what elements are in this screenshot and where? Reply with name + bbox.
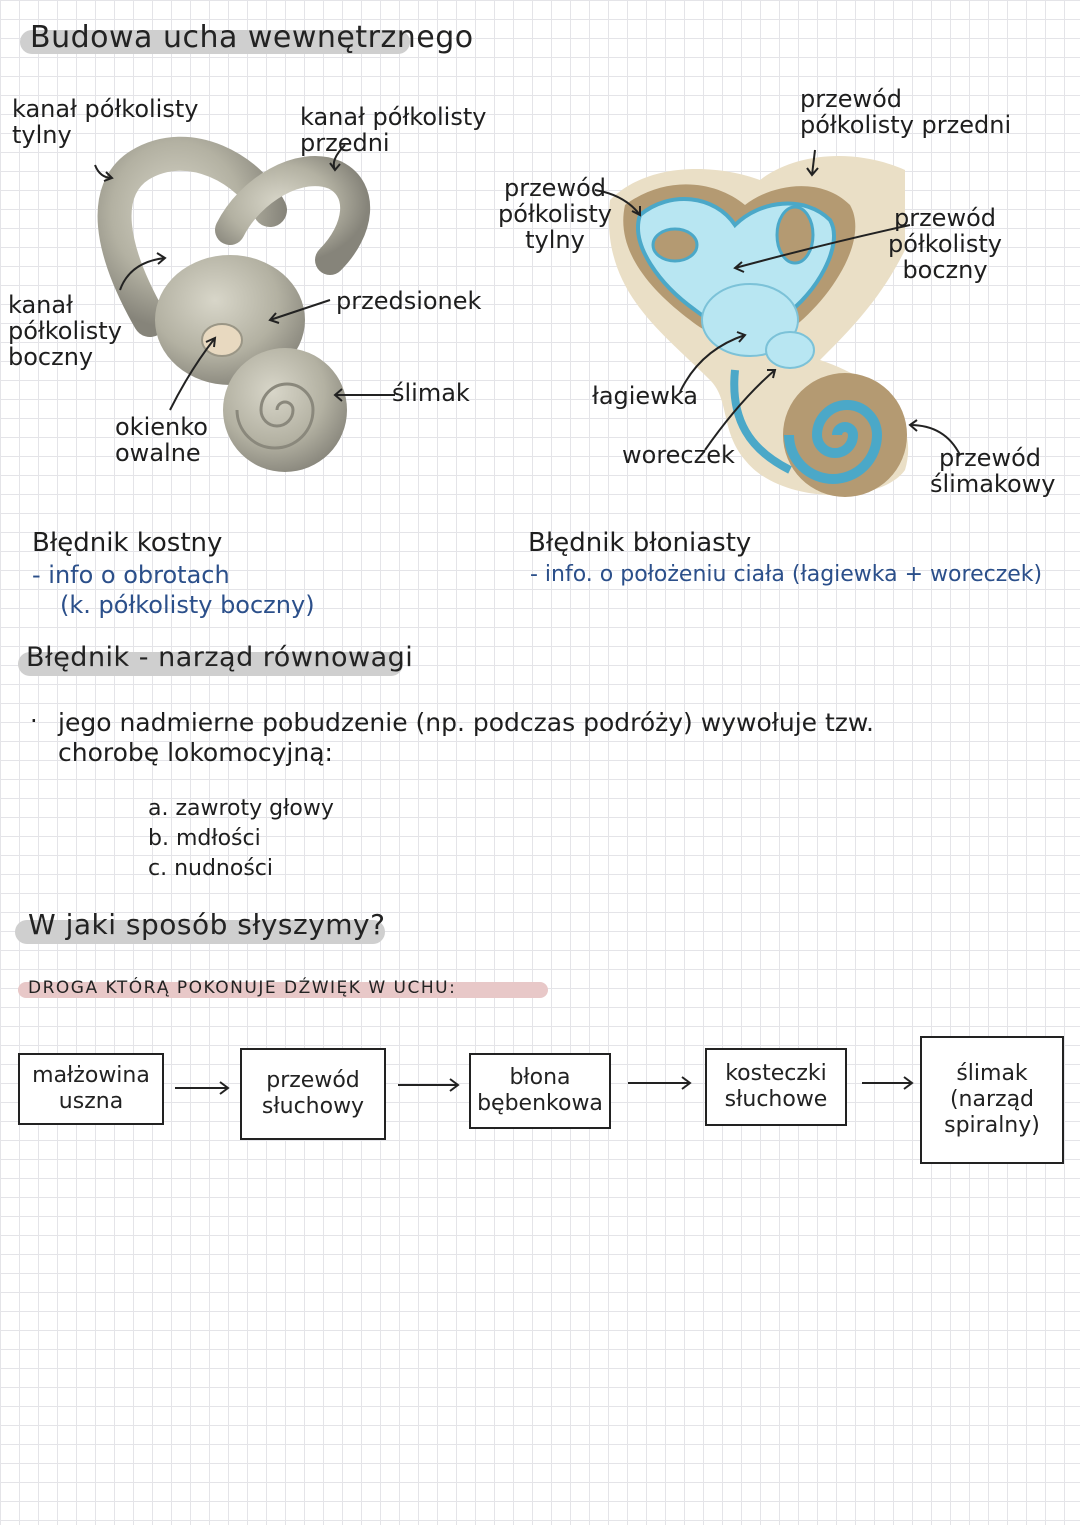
membranous-heading: Błędnik błoniasty — [528, 528, 752, 558]
hearing-highlight — [15, 920, 385, 944]
flow-step-ear-canal: przewód słuchowy — [240, 1048, 386, 1140]
bony-note-1: - info o obrotach — [32, 561, 230, 589]
list-item: b. mdłości — [148, 826, 261, 851]
bony-heading: Błędnik kostny — [32, 528, 223, 558]
balance-highlight — [18, 652, 403, 676]
membranous-note: - info. o położeniu ciała (łagiewka + wo… — [530, 562, 1043, 587]
label-cochlear-duct: przewód ślimakowy — [930, 444, 1056, 498]
membranous-labyrinth-illustration — [594, 149, 961, 497]
hearing-subheading: DROGA KTÓRĄ POKONUJE DŹWIĘK W UCHU: — [28, 978, 457, 998]
subheading-highlight — [18, 982, 548, 998]
label-lateral-duct: przewód półkolisty boczny — [888, 204, 1002, 284]
title-highlight — [20, 30, 410, 54]
flow-arrows — [175, 1076, 914, 1095]
flow-step-cochlea: ślimak (narząd spiralny) — [920, 1036, 1064, 1164]
label-lateral-canal: kanał półkolisty boczny — [8, 291, 122, 371]
label-vestibule: przedsionek — [336, 287, 482, 315]
label-oval-window: okienko owalne — [115, 413, 208, 467]
flow-step-ossicles: kosteczki słuchowe — [705, 1048, 847, 1126]
flow-step-outer-ear: małżowina uszna — [18, 1053, 164, 1125]
label-saccule: woreczek — [622, 441, 735, 469]
hearing-heading: W jaki sposób słyszymy? — [28, 908, 386, 941]
bony-labyrinth-illustration — [94, 136, 395, 472]
label-anterior-duct: przewód półkolisty przedni — [800, 85, 1012, 139]
balance-bullet: jego nadmierne pobudzenie (np. podczas p… — [58, 708, 874, 767]
label-posterior-canal: kanał półkolisty tylny — [12, 95, 199, 149]
bony-note-2: (k. półkolisty boczny) — [60, 591, 315, 619]
label-posterior-duct: przewód półkolisty tylny — [498, 174, 612, 254]
label-anterior-canal: kanał półkolisty przedni — [300, 103, 487, 157]
list-item: a. zawroty głowy — [148, 796, 334, 821]
label-utricle: łagiewka — [592, 382, 699, 410]
balance-heading: Błędnik - narząd równowagi — [26, 642, 414, 673]
flow-step-eardrum: błona bębenkowa — [469, 1053, 611, 1129]
label-cochlea: ślimak — [392, 379, 470, 407]
bullet-dot: · — [30, 707, 38, 735]
page-title: Budowa ucha wewnętrznego — [30, 20, 474, 55]
list-item: c. nudności — [148, 856, 274, 881]
